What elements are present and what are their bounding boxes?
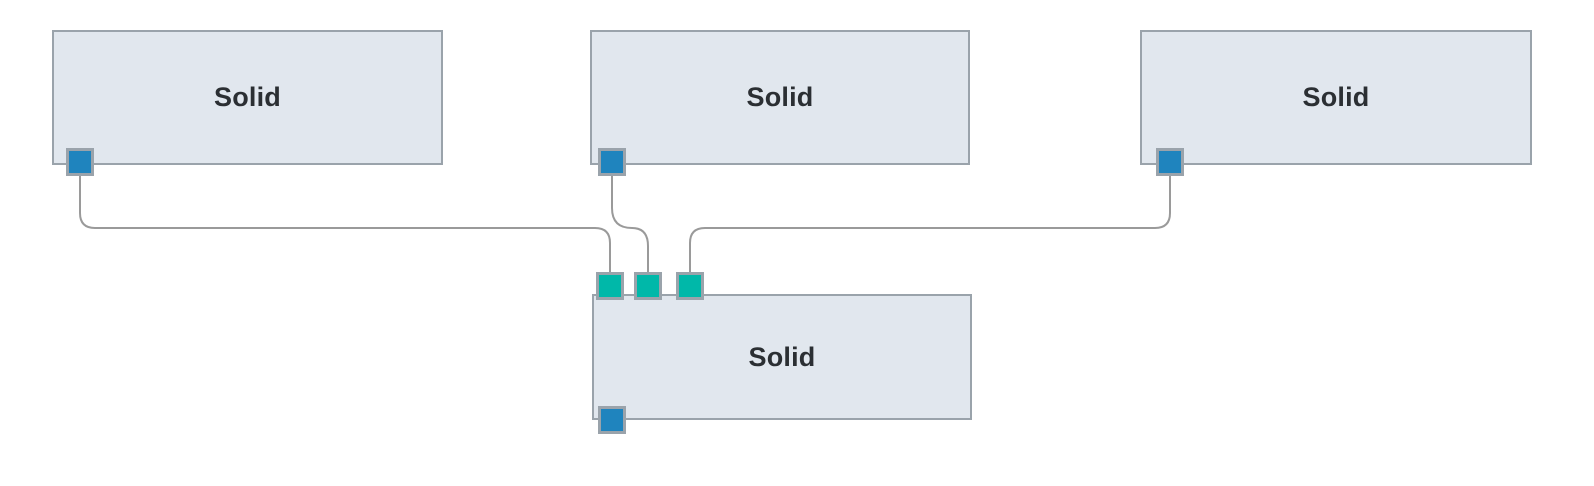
node-label: Solid bbox=[1302, 82, 1370, 112]
output-handle-0[interactable] bbox=[598, 406, 626, 434]
node-label: Solid bbox=[748, 341, 816, 372]
node-top-right[interactable]: Solid bbox=[1140, 30, 1532, 165]
node-label: Solid bbox=[746, 82, 814, 112]
input-handle-2[interactable] bbox=[676, 272, 704, 300]
node-bottom[interactable]: Solid bbox=[592, 294, 972, 420]
input-handle-0[interactable] bbox=[596, 272, 624, 300]
input-handle-1[interactable] bbox=[634, 272, 662, 300]
edge-top-middle-to-bottom-input-1[interactable] bbox=[611, 175, 649, 273]
output-handle-0[interactable] bbox=[1156, 148, 1184, 176]
node-label: Solid bbox=[214, 82, 281, 112]
output-handle-0[interactable] bbox=[598, 148, 626, 176]
node-top-left[interactable]: Solid bbox=[52, 30, 443, 165]
node-top-middle[interactable]: Solid bbox=[590, 30, 970, 165]
output-handle-0[interactable] bbox=[66, 148, 94, 176]
edge-top-right-to-bottom-input-2[interactable] bbox=[689, 175, 1171, 273]
edge-top-left-to-bottom-input-0[interactable] bbox=[79, 175, 611, 273]
